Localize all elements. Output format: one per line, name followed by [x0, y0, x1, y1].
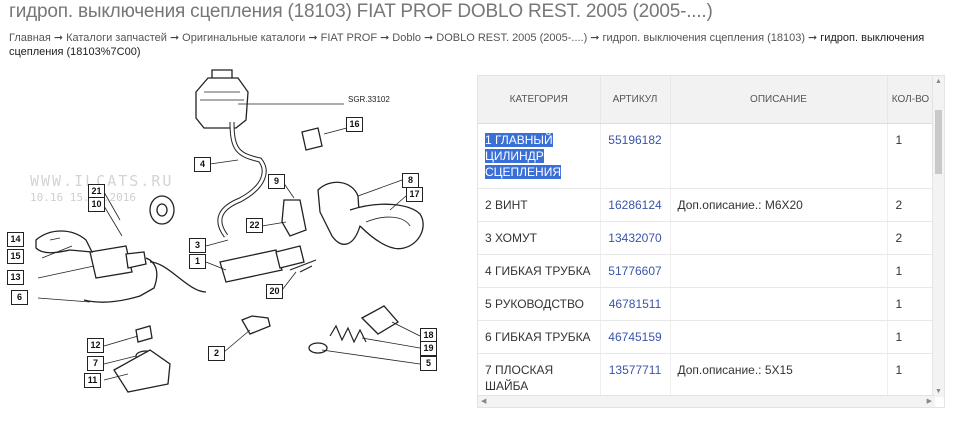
description-cell: [670, 254, 888, 288]
horizontal-scrollbar[interactable]: ◀ ▶: [478, 395, 935, 407]
reservoir-drawing: [195, 69, 249, 129]
breadcrumb-original-catalogs[interactable]: Оригинальные каталоги: [182, 32, 306, 44]
callout-10[interactable]: 10: [88, 197, 105, 212]
slave-cylinder-drawing: [89, 245, 133, 279]
callout-11[interactable]: 11: [84, 373, 101, 388]
table-row[interactable]: 3 ХОМУТ 13432070 2: [478, 221, 935, 255]
callout-7[interactable]: 7: [87, 356, 104, 371]
breadcrumb-separator: ➞: [53, 32, 64, 44]
parts-table: КАТЕГОРИЯ АРТИКУЛ ОПИСАНИЕ КОЛ-ВО 1 ГЛАВ…: [478, 76, 935, 403]
nut-drawing: [135, 325, 153, 343]
scroll-up-icon[interactable]: ▲: [935, 78, 942, 85]
parts-diagram-drawing: [35, 69, 424, 393]
callout-15[interactable]: 15: [7, 249, 24, 264]
breadcrumb-fiat-prof[interactable]: FIAT PROF: [320, 32, 378, 44]
breadcrumb-separator: ➞: [308, 32, 318, 44]
page-title: гидроп. выключения сцепления (18103) FIA…: [9, 1, 713, 22]
column-header-qty[interactable]: КОЛ-ВО: [887, 76, 935, 124]
category-cell: 6 ГИБКАЯ ТРУБКА: [478, 320, 601, 354]
scroll-left-icon[interactable]: ◀: [481, 398, 487, 405]
qty-cell: 1: [887, 320, 935, 354]
scroll-right-icon[interactable]: ▶: [926, 398, 932, 405]
qty-cell: 2: [887, 188, 935, 222]
disc-drawing: [149, 195, 175, 225]
callout-2[interactable]: 2: [208, 346, 225, 361]
column-header-article[interactable]: АРТИКУЛ: [600, 76, 671, 124]
callout-20[interactable]: 20: [266, 284, 283, 299]
lever-drawing: [35, 230, 94, 254]
bolt-drawing: [241, 315, 271, 335]
description-cell: [670, 287, 888, 321]
callout-9[interactable]: 9: [268, 174, 285, 189]
breadcrumb-separator: ➞: [169, 32, 180, 44]
description-cell: Доп.описание.: М6Х20: [670, 188, 888, 222]
callout-5[interactable]: 5: [420, 356, 437, 371]
table-row[interactable]: 5 РУКОВОДСТВО 46781511 1: [478, 287, 935, 321]
table-row[interactable]: 1 ГЛАВНЫЙ ЦИЛИНДР СЦЕПЛЕНИЯ 55196182 1: [478, 123, 935, 189]
callout-14[interactable]: 14: [7, 232, 24, 247]
description-cell: [670, 123, 888, 189]
bushing-drawing: [301, 127, 323, 151]
column-header-description[interactable]: ОПИСАНИЕ: [670, 76, 888, 124]
callout-22[interactable]: 22: [246, 218, 263, 233]
category-cell: 3 ХОМУТ: [478, 221, 601, 255]
article-link[interactable]: 16286124: [600, 188, 671, 222]
breadcrumb-separator: ➞: [424, 32, 434, 44]
article-link[interactable]: 55196182: [600, 123, 671, 189]
callout-1[interactable]: 1: [189, 254, 206, 269]
vertical-scroll-thumb[interactable]: [935, 110, 942, 174]
article-link[interactable]: 46745159: [600, 320, 671, 354]
article-link[interactable]: 13577711: [600, 353, 671, 403]
qty-cell: 1: [887, 287, 935, 321]
callout-17[interactable]: 17: [406, 187, 423, 202]
table-row[interactable]: 6 ГИБКАЯ ТРУБКА 46745159 1: [478, 320, 935, 354]
article-link[interactable]: 51776607: [600, 254, 671, 288]
callout-19[interactable]: 19: [420, 341, 437, 356]
spring-drawing: [329, 324, 367, 344]
diagram-code: SGR.33102: [348, 95, 390, 104]
table-row[interactable]: 4 ГИБКАЯ ТРУБКА 51776607 1: [478, 254, 935, 288]
breadcrumb-group[interactable]: гидроп. выключения сцепления (18103): [602, 32, 806, 44]
callout-3[interactable]: 3: [189, 238, 206, 253]
description-cell: [670, 320, 888, 354]
breadcrumb-doblo-rest[interactable]: DOBLO REST. 2005 (2005-....): [436, 32, 588, 44]
breadcrumb-separator: ➞: [590, 32, 600, 44]
category-cell: 4 ГИБКАЯ ТРУБКА: [478, 254, 601, 288]
table-header-row: КАТЕГОРИЯ АРТИКУЛ ОПИСАНИЕ КОЛ-ВО: [478, 76, 935, 124]
breadcrumb-doblo[interactable]: Doblo: [392, 32, 422, 44]
category-cell: 7 ПЛОСКАЯ ШАЙБА: [478, 353, 601, 403]
vertical-scrollbar[interactable]: ▲ ▼: [932, 76, 944, 397]
callout-6[interactable]: 6: [11, 290, 28, 305]
parts-table-container: КАТЕГОРИЯ АРТИКУЛ ОПИСАНИЕ КОЛ-ВО 1 ГЛАВ…: [477, 75, 945, 408]
article-link[interactable]: 13432070: [600, 221, 671, 255]
breadcrumb-current: гидроп. выключения сцепления (18103%7C00…: [9, 32, 925, 58]
callout-13[interactable]: 13: [7, 270, 24, 285]
article-link[interactable]: 46781511: [600, 287, 671, 321]
cylinder-drawing: [219, 249, 283, 283]
callout-4[interactable]: 4: [194, 157, 211, 172]
watermark-time: 10.16 15.01.2016: [30, 191, 136, 204]
breadcrumb-home[interactable]: Главная: [9, 32, 51, 44]
category-text: 1 ГЛАВНЫЙ ЦИЛИНДР СЦЕПЛЕНИЯ: [485, 133, 562, 179]
category-cell: 5 РУКОВОДСТВО: [478, 287, 601, 321]
watermark: WWW.ILCATS.RU: [30, 172, 174, 190]
description-cell: [670, 221, 888, 255]
qty-cell: 1: [887, 254, 935, 288]
callout-16[interactable]: 16: [346, 117, 363, 132]
breadcrumb: Главная➞Каталоги запчастей➞Оригинальные …: [9, 31, 949, 59]
breadcrumb-catalogs[interactable]: Каталоги запчастей: [66, 32, 167, 44]
column-header-category[interactable]: КАТЕГОРИЯ: [478, 76, 601, 124]
table-row[interactable]: 2 ВИНТ 16286124 Доп.описание.: М6Х20 2: [478, 188, 935, 222]
category-cell: 2 ВИНТ: [478, 188, 601, 222]
breadcrumb-separator: ➞: [808, 32, 818, 44]
bracket-drawing: [281, 199, 307, 237]
qty-cell: 1: [887, 123, 935, 189]
breadcrumb-separator: ➞: [380, 32, 390, 44]
plate-drawing: [113, 349, 171, 393]
qty-cell: 2: [887, 221, 935, 255]
scroll-down-icon[interactable]: ▼: [935, 388, 942, 395]
callout-12[interactable]: 12: [87, 338, 104, 353]
callout-8[interactable]: 8: [402, 173, 419, 188]
category-cell: 1 ГЛАВНЫЙ ЦИЛИНДР СЦЕПЛЕНИЯ: [478, 123, 601, 189]
